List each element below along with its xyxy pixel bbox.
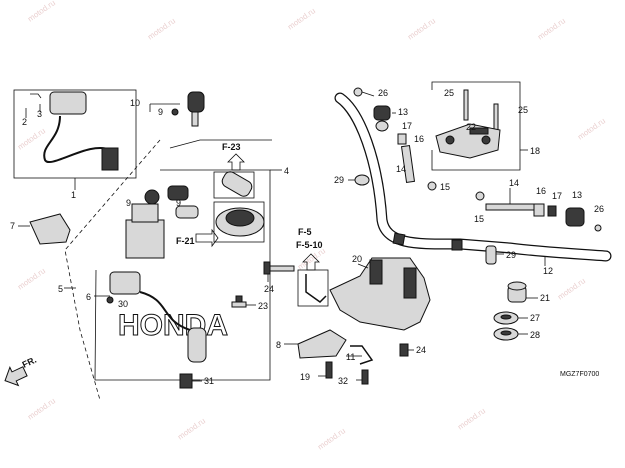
watermark: motod.ru bbox=[286, 6, 317, 31]
callout-27: 27 bbox=[530, 313, 540, 323]
front-direction-arrow bbox=[4, 366, 28, 387]
fuel-cap-part bbox=[213, 201, 265, 243]
callout-19: 19 bbox=[300, 372, 310, 382]
callout-7: 7 bbox=[10, 221, 15, 231]
callout-6: 6 bbox=[86, 292, 91, 302]
callout-13: 13 bbox=[398, 107, 408, 117]
watermark: motod.ru bbox=[536, 16, 567, 41]
brand-logo: HONDA bbox=[118, 309, 228, 342]
callout-25: 25 bbox=[518, 105, 528, 115]
watermark: motod.ru bbox=[406, 16, 437, 41]
callout-30: 30 bbox=[118, 299, 128, 309]
callout-12: 12 bbox=[543, 266, 553, 276]
callout-16: 16 bbox=[414, 134, 424, 144]
clip-part-29 bbox=[348, 174, 370, 186]
upper-grip-parts bbox=[353, 87, 437, 191]
ref-f5: F-5 bbox=[298, 227, 312, 237]
bolt-part-23 bbox=[231, 295, 256, 308]
callout-24: 24 bbox=[416, 345, 426, 355]
watermark: motod.ru bbox=[316, 426, 347, 451]
clip-part-29 bbox=[485, 245, 504, 265]
callout-24: 24 bbox=[264, 284, 274, 294]
callout-20: 20 bbox=[352, 254, 362, 264]
ref-f510: F-5-10 bbox=[296, 240, 323, 250]
watermark: motod.ru bbox=[26, 0, 57, 24]
callout-9: 9 bbox=[176, 198, 181, 208]
harness-wire bbox=[43, 115, 111, 163]
callout-25: 25 bbox=[444, 88, 454, 98]
ignition-assembly-frames bbox=[64, 139, 282, 401]
callout-29: 29 bbox=[506, 250, 516, 260]
callout-31: 31 bbox=[204, 376, 214, 386]
handlebar-part bbox=[334, 92, 612, 266]
key-part bbox=[149, 91, 205, 127]
callout-21: 21 bbox=[540, 293, 550, 303]
switch-housing bbox=[49, 91, 87, 115]
direction-label: FR. bbox=[21, 355, 38, 370]
switch-harness-group bbox=[13, 89, 137, 190]
callout-18: 18 bbox=[530, 146, 540, 156]
callout-26: 26 bbox=[378, 88, 388, 98]
ignition-switch-part bbox=[125, 185, 199, 259]
diagram-code: MGZ7F0700 bbox=[560, 371, 599, 378]
cylinder-part bbox=[213, 171, 255, 199]
callout-15: 15 bbox=[440, 182, 450, 192]
bracket-part-7 bbox=[18, 213, 71, 245]
callout-3: 3 bbox=[37, 109, 42, 119]
watermark: motod.ru bbox=[576, 116, 607, 141]
callout-17: 17 bbox=[402, 121, 412, 131]
callout-1: 1 bbox=[71, 190, 76, 200]
steering-stem-parts bbox=[493, 281, 538, 341]
f5-ref-arrow bbox=[302, 253, 320, 271]
callout-4: 4 bbox=[284, 166, 289, 176]
watermark-layer: motod.ru motod.ru motod.ru motod.ru moto… bbox=[16, 0, 607, 452]
switch-part-6 bbox=[94, 271, 207, 363]
callout-22: 22 bbox=[466, 122, 476, 132]
watermark: motod.ru bbox=[146, 16, 177, 41]
watermark: motod.ru bbox=[26, 396, 57, 421]
callout-16: 16 bbox=[536, 186, 546, 196]
callout-14: 14 bbox=[509, 178, 519, 188]
callout-23: 23 bbox=[258, 301, 268, 311]
callout-15: 15 bbox=[474, 214, 484, 224]
callout-28: 28 bbox=[530, 330, 540, 340]
callout-5: 5 bbox=[58, 284, 63, 294]
callout-13: 13 bbox=[572, 190, 582, 200]
connector-part bbox=[101, 147, 119, 171]
callout-10: 10 bbox=[130, 98, 140, 108]
watermark: motod.ru bbox=[456, 406, 487, 431]
top-bridge-part bbox=[329, 257, 431, 331]
callout-9: 9 bbox=[158, 107, 163, 117]
watermark: motod.ru bbox=[176, 416, 207, 441]
callout-26: 26 bbox=[594, 204, 604, 214]
right-grip-parts bbox=[475, 188, 602, 232]
f23-ref-arrow bbox=[227, 153, 245, 171]
clip-part-31 bbox=[179, 373, 202, 389]
watermark: motod.ru bbox=[556, 276, 587, 301]
ref-f23: F-23 bbox=[222, 142, 241, 152]
callout-14: 14 bbox=[396, 164, 406, 174]
f21-ref-arrow bbox=[195, 228, 219, 248]
callout-29: 29 bbox=[334, 175, 344, 185]
upper-holder-group bbox=[431, 81, 528, 171]
ref-f21: F-21 bbox=[176, 236, 195, 246]
callout-9: 9 bbox=[126, 198, 131, 208]
watermark: motod.ru bbox=[16, 266, 47, 291]
callout-8: 8 bbox=[276, 340, 281, 350]
clip-part bbox=[30, 93, 42, 99]
lower-bracket-parts bbox=[284, 329, 414, 385]
callout-2: 2 bbox=[22, 117, 27, 127]
callout-32: 32 bbox=[338, 376, 348, 386]
bolt-part-24 bbox=[263, 261, 295, 282]
callout-11: 11 bbox=[346, 352, 355, 362]
callout-17: 17 bbox=[552, 191, 562, 201]
cable-guide-part bbox=[297, 269, 329, 307]
watermark: motod.ru bbox=[16, 126, 47, 151]
